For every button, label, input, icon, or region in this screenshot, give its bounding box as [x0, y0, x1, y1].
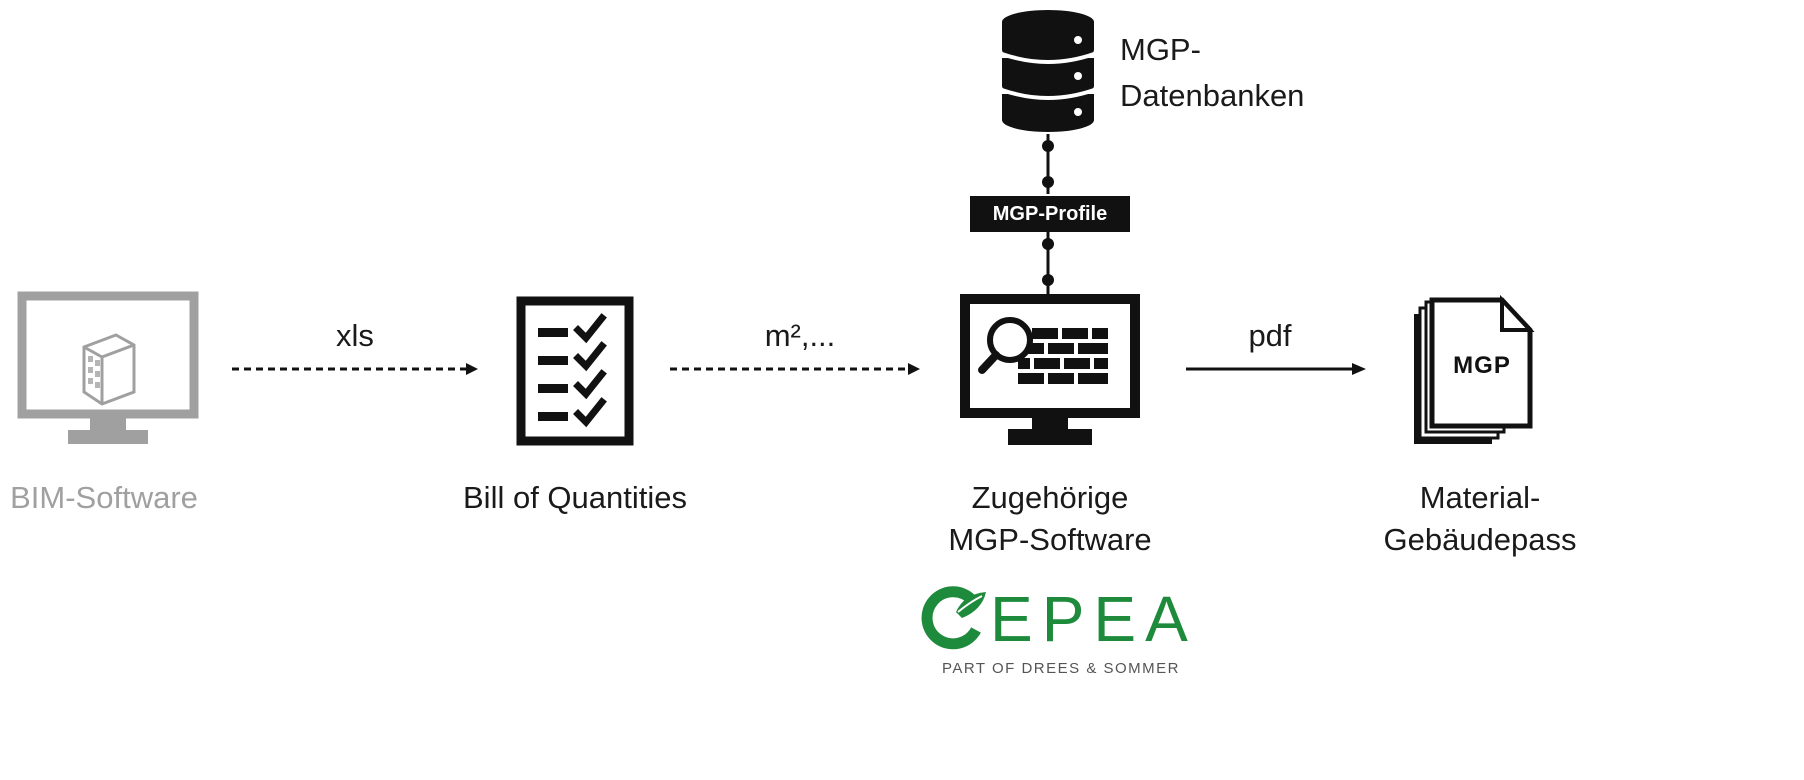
- passport-label-line1: Material-: [1419, 480, 1541, 515]
- epea-logo-text: EPEA: [990, 583, 1197, 655]
- pdf-edge-label: pdf: [1248, 318, 1292, 353]
- checklist-icon: [516, 296, 634, 446]
- mgp-profile-label: MGP-Profile: [992, 203, 1108, 225]
- passport-label-line2: Gebäudepass: [1383, 522, 1577, 557]
- db-profile-connector: [1042, 134, 1054, 194]
- epea-logo-tagline: PART OF DREES & SOMMER: [941, 660, 1180, 677]
- bill-of-quantities-label: Bill of Quantities: [463, 480, 687, 515]
- mgp-profile-box: [970, 196, 1130, 232]
- profile-software-connector: [1042, 232, 1054, 294]
- document-mgp-text: MGP: [1453, 352, 1511, 379]
- epea-logo-icon: [921, 586, 986, 650]
- pdf-solid-arrow: [1186, 363, 1366, 375]
- mgp-software-label-line2: MGP-Software: [948, 522, 1152, 557]
- xls-dashed-arrow: [232, 363, 478, 375]
- mgp-software-monitor-icon: [960, 294, 1140, 445]
- database-label-line2: Datenbanken: [1120, 78, 1305, 113]
- bim-monitor-icon: [17, 291, 199, 444]
- m2-dashed-arrow: [670, 363, 920, 375]
- mgp-software-label-line1: Zugehörige: [971, 480, 1129, 515]
- bim-software-label: BIM-Software: [10, 480, 198, 515]
- m2-edge-label: m²,...: [764, 318, 836, 353]
- database-label-line1: MGP-: [1120, 32, 1201, 67]
- document-stack-icon: [1414, 294, 1535, 444]
- xls-edge-label: xls: [336, 318, 374, 353]
- database-icon: [1001, 10, 1095, 132]
